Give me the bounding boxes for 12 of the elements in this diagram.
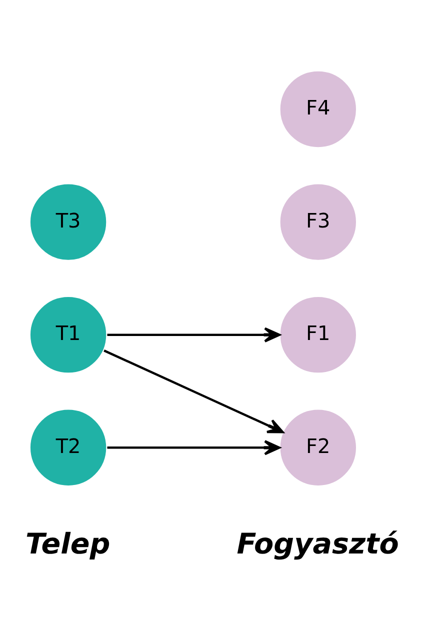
arrow	[107, 327, 280, 342]
label: Telep	[25, 526, 110, 560]
node-circle: F4	[278, 70, 358, 149]
node-circle: F3	[278, 182, 358, 262]
node-circle: T2	[29, 408, 108, 487]
node-circle: T1	[29, 296, 108, 374]
arrow	[104, 349, 284, 434]
arrow	[107, 440, 280, 456]
label: Fogyasztó	[236, 526, 399, 560]
node-circle: F1	[278, 296, 358, 374]
node-circle: T3	[29, 182, 108, 262]
node-circle: F2	[278, 408, 358, 487]
